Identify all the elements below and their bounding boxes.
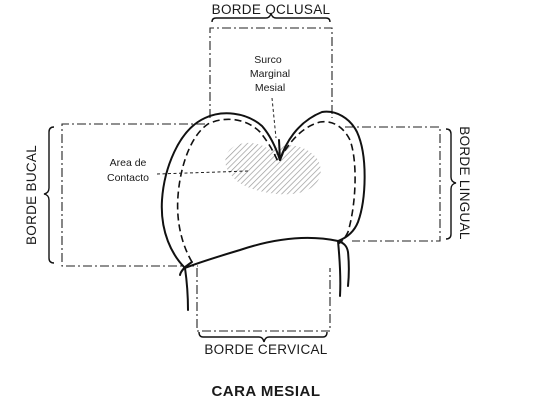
root-right-inner [337, 240, 350, 287]
figure-title: CARA MESIAL [211, 383, 320, 400]
contact-area-hatch [225, 142, 321, 195]
contact-label-line1: Area de [110, 157, 147, 169]
mesial-marginal-groove [278, 139, 285, 161]
root-right-outer [337, 240, 342, 297]
root-left-outer [184, 267, 189, 311]
occlusal-boundary [209, 27, 333, 118]
occlusal-label: BORDE OCLUSAL [212, 2, 331, 17]
cervical-brace [198, 331, 328, 343]
lingual-boundary [345, 126, 441, 242]
groove-leader [271, 97, 277, 139]
buccal-boundary [61, 123, 205, 267]
groove-label-line1: Surco [254, 54, 282, 66]
buccal-brace [43, 126, 55, 264]
groove-label-line2: Marginal [250, 68, 290, 80]
occlusal-brace [211, 12, 331, 23]
contact-label-line2: Contacto [107, 172, 149, 184]
groove-label-line3: Mesial [255, 82, 285, 94]
root-left-inner [179, 261, 193, 276]
cervical-label: BORDE CERVICAL [204, 342, 327, 357]
crown-outline [160, 110, 366, 269]
lingual-brace [445, 128, 457, 240]
cervical-boundary [196, 268, 331, 332]
buccal-label: BORDE BUCAL [24, 145, 39, 245]
contact-leader [156, 170, 249, 175]
crown-inner-outline [176, 118, 356, 263]
lingual-label: BORDE LINGUAL [457, 126, 472, 240]
